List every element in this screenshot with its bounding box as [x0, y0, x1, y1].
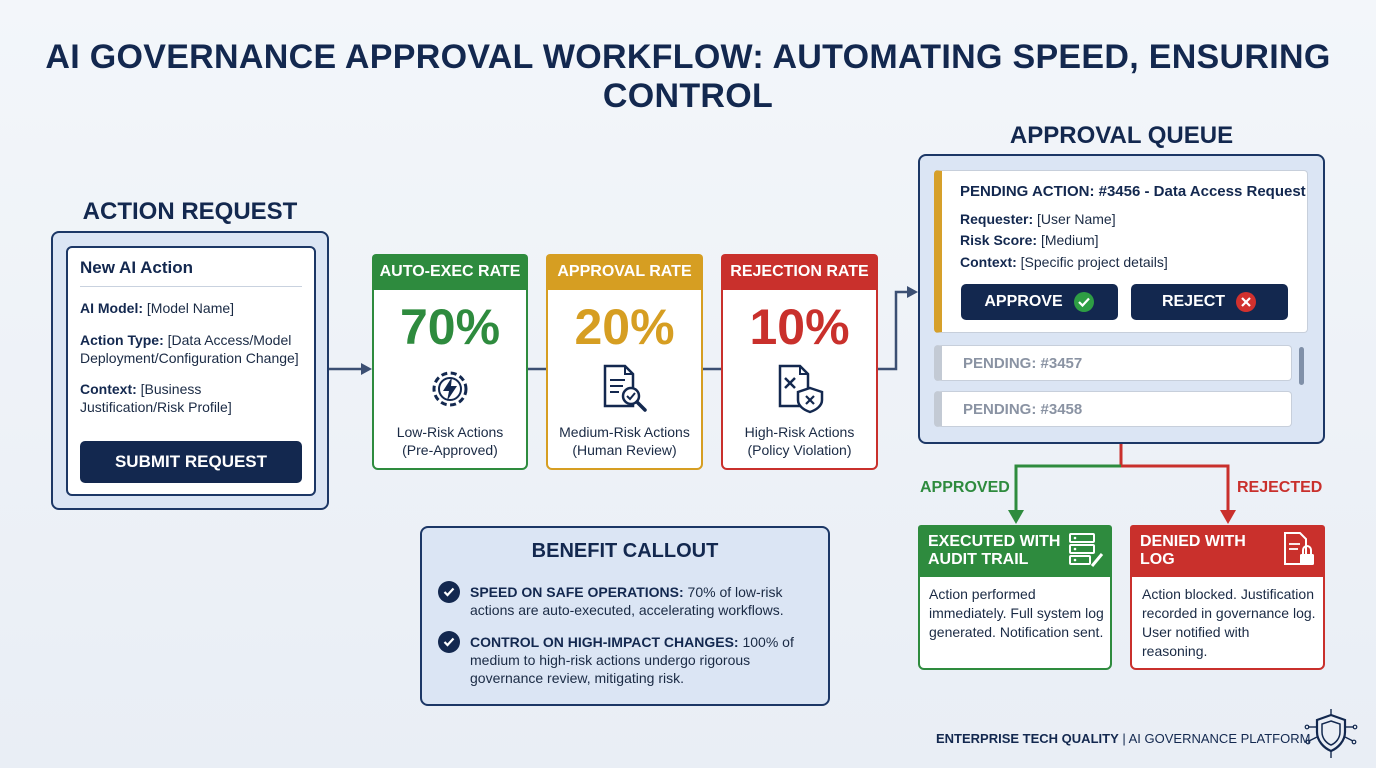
auto-exec-desc: Low-Risk Actions (Pre-Approved) [372, 423, 528, 459]
reject-button[interactable]: REJECT [1131, 284, 1288, 320]
pending-risk-score: Risk Score: [Medium] [960, 232, 1099, 248]
branch-rejected-arrowhead [1220, 510, 1236, 524]
benefit-item-heading: SPEED ON SAFE OPERATIONS: [470, 584, 684, 600]
pending-item-3457[interactable] [934, 345, 1292, 381]
desc-line: (Pre-Approved) [402, 442, 498, 458]
field-value: [Specific project details] [1020, 254, 1168, 270]
field-action-type[interactable]: Action Type: [Data Access/Model Deployme… [80, 331, 308, 367]
header-line: AUDIT TRAIL [928, 551, 1029, 568]
desc-line: High-Risk Actions [744, 424, 855, 440]
denied-desc: Action blocked. Justification recorded i… [1142, 586, 1316, 659]
field-label: AI Model: [80, 300, 143, 316]
rejection-card [721, 254, 878, 470]
submit-request-button[interactable]: SUBMIT REQUEST [80, 441, 302, 483]
document-search-icon [599, 362, 651, 419]
pending-requester: Requester: [User Name] [960, 211, 1116, 227]
document-shield-x-icon [774, 362, 826, 419]
benefit-callout-panel [420, 526, 830, 706]
field-value: [Data Access/Model Deployment/Configurat… [80, 332, 299, 366]
pending-action-title: PENDING ACTION: #3456 - Data Access Requ… [960, 183, 1306, 200]
field-value: [Model Name] [146, 300, 235, 316]
queue-scrollbar[interactable] [1299, 347, 1304, 385]
desc-line: Medium-Risk Actions [559, 424, 690, 440]
header-line: DENIED WITH [1140, 533, 1246, 550]
check-circle-icon [438, 581, 460, 603]
check-circle-icon [438, 631, 460, 653]
benefit-item-heading: CONTROL ON HIGH-IMPACT CHANGES: [470, 634, 739, 650]
auto-exec-card [372, 254, 528, 470]
rejected-branch-label: REJECTED [1237, 479, 1323, 496]
server-edit-icon [1066, 530, 1106, 575]
branch-approved-arrowhead [1008, 510, 1024, 524]
pending-item-label: PENDING: #3457 [963, 355, 1083, 372]
action-request-title: ACTION REQUEST [82, 198, 298, 225]
footer-platform: AI GOVERNANCE PLATFORM [1128, 731, 1311, 746]
approval-header: APPROVAL RATE [546, 254, 703, 290]
footer-brand: ENTERPRISE TECH QUALITY [936, 731, 1119, 746]
auto-exec-value: 70% [399, 299, 501, 355]
approval-card [546, 254, 703, 470]
executed-header: EXECUTED WITH AUDIT TRAIL [918, 525, 1112, 577]
field-label: Requester: [960, 211, 1034, 227]
connector-arrowhead [907, 286, 918, 298]
field-context[interactable]: Context: [Business Justification/Risk Pr… [80, 380, 308, 416]
approve-label: APPROVE [984, 293, 1063, 310]
x-circle-icon [1235, 291, 1257, 313]
footer: ENTERPRISE TECH QUALITY | AI GOVERNANCE … [936, 731, 1310, 746]
lightning-gear-icon [425, 364, 475, 419]
benefit-item-text: 100% of medium to high-risk actions unde… [470, 634, 794, 686]
rejection-value: 10% [749, 299, 850, 355]
field-ai-model[interactable]: AI Model: [Model Name] [80, 299, 308, 317]
form-heading: New AI Action [80, 258, 194, 277]
field-label: Action Type: [80, 332, 164, 348]
field-label: Context: [960, 254, 1017, 270]
approved-branch-label: APPROVED [920, 479, 1010, 496]
field-value: [Medium] [1040, 232, 1099, 248]
branch-approved [1014, 464, 1121, 512]
approval-desc: Medium-Risk Actions (Human Review) [546, 423, 703, 459]
benefit-item-control: CONTROL ON HIGH-IMPACT CHANGES: 100% of … [470, 633, 820, 687]
desc-line: (Policy Violation) [747, 442, 852, 458]
field-value: [Business Justification/Risk Profile] [80, 381, 232, 415]
header-line: EXECUTED WITH [928, 533, 1061, 550]
benefit-item-speed: SPEED ON SAFE OPERATIONS: 70% of low-ris… [470, 583, 820, 619]
connector-arrowhead [361, 363, 372, 375]
field-label: Context: [80, 381, 137, 397]
benefit-title: BENEFIT CALLOUT [531, 540, 719, 562]
rejection-desc: High-Risk Actions (Policy Violation) [721, 423, 878, 459]
document-lock-icon [1280, 530, 1320, 575]
check-circle-icon [1073, 291, 1095, 313]
executed-desc: Action performed immediately. Full syste… [929, 586, 1104, 640]
field-label: Risk Score: [960, 232, 1038, 248]
field-value: [User Name] [1037, 211, 1116, 227]
shield-circuit-logo-icon [1304, 707, 1358, 766]
pending-item-label: PENDING: #3458 [963, 401, 1083, 418]
footer-separator: | [1118, 731, 1129, 746]
benefit-item-text: 70% of low-risk actions are auto-execute… [470, 584, 784, 618]
approve-button[interactable]: APPROVE [961, 284, 1118, 320]
desc-line: (Human Review) [572, 442, 677, 458]
connector-stats-to-queue [878, 290, 908, 371]
desc-line: Low-Risk Actions [396, 424, 504, 440]
form-divider [80, 286, 302, 287]
pending-item-3458[interactable] [934, 391, 1292, 427]
reject-label: REJECT [1161, 293, 1226, 310]
approval-queue-title: APPROVAL QUEUE [1009, 122, 1234, 149]
approval-value: 20% [574, 299, 675, 355]
auto-exec-header: AUTO-EXEC RATE [372, 254, 528, 290]
pending-context: Context: [Specific project details] [960, 254, 1168, 270]
branch-rejected [1121, 464, 1230, 512]
header-line: LOG [1140, 551, 1175, 568]
rejection-header: REJECTION RATE [721, 254, 878, 290]
page-title: AI GOVERNANCE APPROVAL WORKFLOW: AUTOMAT… [45, 38, 1331, 115]
